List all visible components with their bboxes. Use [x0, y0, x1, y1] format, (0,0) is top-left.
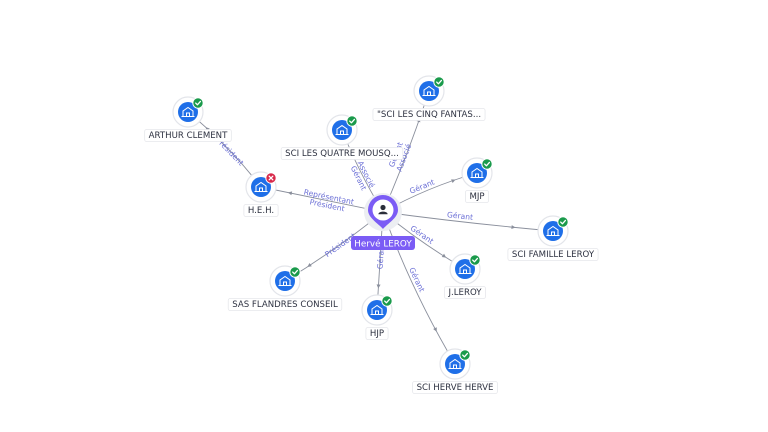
building-icon — [448, 358, 462, 369]
company-node-jleroy[interactable]: J.LEROY — [444, 253, 486, 299]
company-name: ARTHUR CLEMENT — [149, 131, 228, 141]
building-icon — [254, 181, 268, 192]
company-label-box — [444, 286, 486, 299]
building-icon — [335, 124, 349, 135]
company-node-famille[interactable]: SCI FAMILLE LEROY — [507, 215, 599, 261]
check-badge-icon — [557, 216, 569, 228]
edge-role-label: Gérant — [407, 266, 426, 293]
company-label-box — [144, 129, 232, 142]
company-label-box — [507, 248, 599, 261]
center-label-box — [351, 236, 415, 250]
company-name: HJP — [370, 329, 384, 339]
company-node-arthur[interactable]: ARTHUR CLEMENT — [144, 96, 232, 142]
edge-role-label: Gérant — [376, 243, 387, 270]
company-name: J.LEROY — [448, 288, 483, 298]
company-node-sas[interactable]: SAS FLANDRES CONSEIL — [227, 265, 343, 311]
arrowhead — [307, 263, 312, 267]
building-icon — [546, 225, 560, 236]
check-badge-icon — [469, 254, 481, 266]
company-name: SCI LES QUATRE MOUSQ... — [285, 149, 399, 159]
nodes-layer: ARTHUR CLEMENT H.E.H. SCI LES QUATRE MOUSQ… — [144, 75, 599, 394]
arrowhead — [287, 191, 293, 196]
company-node-mjp[interactable]: MJP — [461, 157, 493, 203]
company-label: SAS FLANDRES CONSEIL — [227, 298, 343, 311]
check-badge-icon — [433, 76, 445, 88]
edge-line — [382, 211, 554, 232]
company-node-heh[interactable]: H.E.H. — [243, 171, 279, 217]
company-label: SCI HERVE HERVE — [412, 381, 498, 394]
arrowhead — [511, 225, 516, 230]
building-icon — [422, 85, 436, 96]
company-node-cinq[interactable]: "SCI LES CINQ FANTAS... — [372, 75, 486, 121]
company-name: "SCI LES CINQ FANTAS... — [377, 110, 481, 120]
company-label-box — [412, 381, 498, 394]
check-badge-icon — [289, 266, 301, 278]
arrowhead — [376, 284, 381, 289]
center-person-name: Hervé LEROY — [354, 238, 412, 249]
company-label: H.E.H. — [243, 204, 279, 217]
arrowhead — [441, 253, 447, 258]
company-label-box — [243, 204, 279, 217]
company-node-herve[interactable]: SCI HERVE HERVE — [412, 348, 498, 394]
building-icon — [470, 167, 484, 178]
person-icon — [378, 204, 388, 215]
edge-line — [382, 211, 456, 365]
edge-heh-arthur: Président — [187, 111, 262, 188]
building-icon — [278, 275, 292, 286]
company-label-box — [280, 147, 404, 160]
company-name: SCI HERVE HERVE — [417, 383, 494, 393]
company-label: MJP — [465, 190, 489, 203]
company-name: SAS FLANDRES CONSEIL — [232, 300, 338, 310]
arrowhead — [433, 327, 437, 332]
center-person-node[interactable]: Hervé LEROY — [351, 193, 415, 250]
company-label: HJP — [365, 327, 389, 340]
check-badge-icon — [481, 158, 493, 170]
cross-badge-icon — [265, 172, 277, 184]
edge-center-famille: Gérant — [382, 210, 554, 232]
company-label-box — [465, 190, 489, 203]
edge-role-label: Gérant — [447, 210, 474, 222]
check-badge-icon — [192, 97, 204, 109]
building-icon — [370, 304, 384, 315]
check-badge-icon — [459, 349, 471, 361]
company-node-quatre[interactable]: SCI LES QUATRE MOUSQ... — [280, 114, 404, 160]
check-badge-icon — [381, 295, 393, 307]
company-label-box — [227, 298, 343, 311]
company-label: ARTHUR CLEMENT — [144, 129, 232, 142]
company-name: MJP — [469, 192, 484, 202]
company-label: "SCI LES CINQ FANTAS... — [372, 108, 486, 121]
company-name: H.E.H. — [248, 206, 274, 216]
check-badge-icon — [346, 115, 358, 127]
company-label: SCI FAMILLE LEROY — [507, 248, 599, 261]
company-name: SCI FAMILLE LEROY — [512, 250, 595, 260]
building-icon — [181, 106, 195, 117]
company-label: J.LEROY — [444, 286, 486, 299]
building-icon — [458, 263, 472, 274]
arrowhead — [451, 179, 456, 184]
company-label-box — [365, 327, 389, 340]
company-label-box — [372, 108, 486, 121]
company-node-hjp[interactable]: HJP — [361, 294, 393, 340]
company-label: SCI LES QUATRE MOUSQ... — [280, 147, 404, 160]
